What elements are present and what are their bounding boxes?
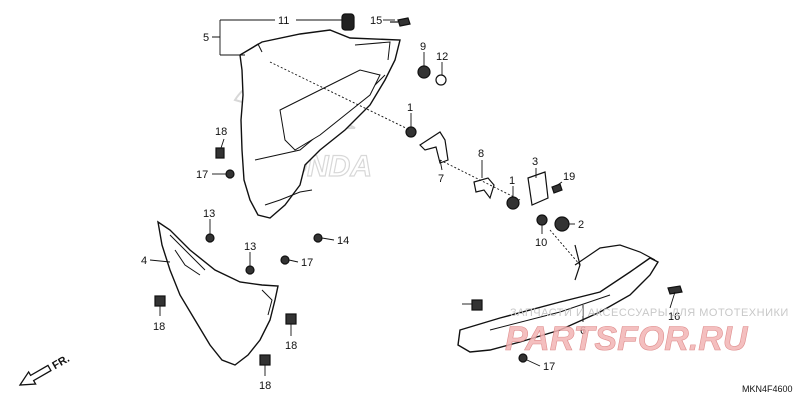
screw-16 [667, 285, 683, 295]
nut-13a [205, 233, 215, 243]
label-14: 14 [337, 235, 349, 247]
front-direction-label: FR. [50, 353, 71, 372]
collar-10 [536, 214, 548, 226]
screw-17c [518, 353, 528, 363]
label-2: 2 [578, 219, 584, 231]
label-4: 4 [141, 255, 147, 267]
label-11: 11 [278, 15, 289, 27]
screw-17a [225, 169, 235, 179]
part-labels: 5 11 15 9 12 1 7 8 1 3 19 2 10 16 6 18 1… [141, 15, 680, 392]
upper-inner-fairing [239, 29, 401, 219]
clip-18b [154, 295, 166, 307]
watermark-site: PARTSFOR.RU [505, 320, 749, 358]
label-1a: 1 [407, 102, 413, 114]
front-arrow-icon [18, 364, 52, 386]
screw-17b [280, 255, 290, 265]
label-8: 8 [478, 148, 484, 160]
label-12: 12 [436, 51, 448, 63]
diagram-code: MKN4F4600 [742, 384, 793, 394]
label-7: 7 [438, 173, 444, 185]
label-18c: 18 [285, 340, 297, 352]
label-1b: 1 [509, 175, 515, 187]
screw-14 [313, 233, 323, 243]
label-13a: 13 [203, 208, 215, 220]
label-17c: 17 [543, 361, 555, 373]
label-10: 10 [535, 237, 547, 249]
label-15: 15 [370, 15, 382, 27]
label-18b: 18 [153, 321, 165, 333]
label-17b: 17 [301, 257, 313, 269]
label-9: 9 [420, 41, 426, 53]
bracket-7 [419, 131, 449, 164]
clip-18e [471, 299, 483, 311]
label-18d: 18 [259, 380, 271, 392]
lower-right-cowl [457, 244, 659, 353]
label-3: 3 [532, 156, 538, 168]
lower-left-cowl [157, 220, 279, 366]
front-direction-indicator: FR. [18, 353, 72, 386]
washer-12 [435, 74, 447, 86]
clip-11 [341, 13, 355, 31]
watermark-tagline: ЗАПЧАСТИ И АКСЕССУАРЫ ДЛЯ МОТОТЕХНИКИ [510, 307, 789, 319]
label-16: 16 [668, 311, 680, 323]
clip-18c [285, 313, 297, 325]
label-5: 5 [203, 32, 209, 44]
label-13b: 13 [244, 241, 256, 253]
grommet-9 [417, 65, 431, 79]
label-6: 6 [580, 325, 586, 337]
screw-15 [397, 17, 411, 27]
bracket-3 [527, 171, 549, 206]
label-17a: 17 [196, 169, 208, 181]
site-watermark: ЗАПЧАСТИ И АКСЕССУАРЫ ДЛЯ МОТОТЕХНИКИ PA… [505, 307, 789, 358]
grommet-1b [506, 196, 520, 210]
leader-lines [149, 19, 676, 376]
clip-18d [259, 354, 271, 366]
label-19: 19 [563, 171, 575, 183]
nut-13b [245, 265, 255, 275]
clip-18a [215, 147, 225, 159]
label-18a: 18 [215, 126, 227, 138]
bracket-8 [473, 177, 495, 200]
grommet-2 [554, 216, 570, 232]
hardware [154, 13, 683, 366]
